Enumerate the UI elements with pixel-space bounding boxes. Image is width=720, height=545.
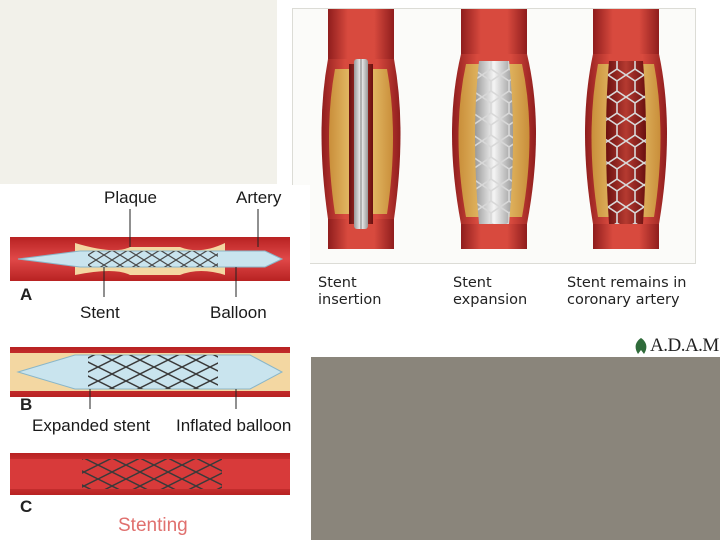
vessel-b [10, 347, 290, 397]
stenting-diagram: Plaque Artery A Stent Balloon B Expanded… [0, 185, 310, 540]
step-a-label: A [20, 285, 33, 304]
vessel-c [10, 453, 290, 495]
adam-credit: A.D.A.M. [650, 335, 720, 356]
artery-stage-insertion [321, 9, 401, 249]
stent-stages-graphic [321, 9, 667, 249]
vessel-a [10, 237, 290, 281]
label-leader-lines [89, 209, 259, 409]
step-c-label: C [20, 497, 33, 516]
stenting-schematic [10, 209, 290, 495]
label-artery: Artery [236, 188, 282, 207]
label-inflated-balloon: Inflated balloon [176, 416, 292, 435]
caption-stent-remains: Stent remains in coronary artery [567, 275, 687, 308]
stent-photo-illustration [292, 8, 696, 264]
caption-stent-expansion: Stent expansion [453, 275, 528, 308]
decorative-beige-panel [0, 0, 277, 184]
diagram-title: Stenting [118, 515, 188, 536]
label-plaque: Plaque [104, 188, 157, 207]
adam-leaf-icon [635, 338, 647, 354]
step-b-label: B [20, 395, 33, 414]
artery-stage-remains [585, 9, 667, 249]
decorative-gray-panel [311, 357, 720, 540]
label-expanded-stent: Expanded stent [32, 416, 151, 435]
label-stent: Stent [80, 303, 120, 322]
artery-stage-expansion [452, 9, 536, 249]
caption-stent-insertion: Stent insertion [318, 275, 382, 308]
label-balloon: Balloon [210, 303, 267, 322]
